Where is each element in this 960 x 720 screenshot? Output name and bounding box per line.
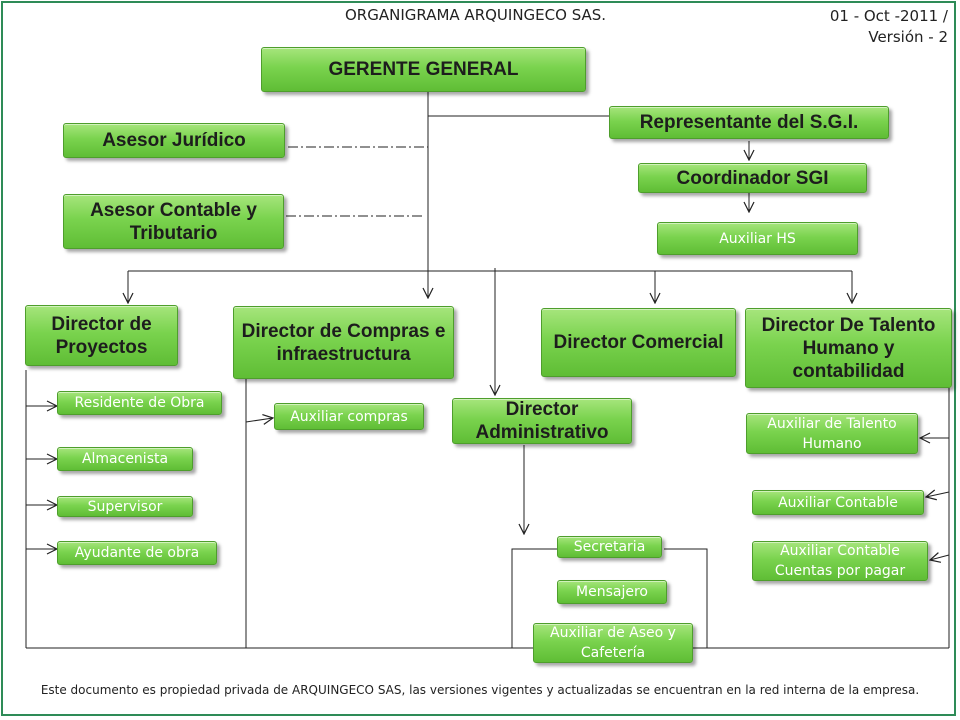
secretaria-box: Secretaria [557,536,662,558]
auxiliar-contable-cxp-box: Auxiliar Contable Cuentas por pagar [752,541,928,581]
residente-obra-box: Residente de Obra [57,391,222,415]
auxiliar-talento-box: Auxiliar de Talento Humano [746,413,918,454]
asesor-contable-box: Asesor Contable y Tributario [63,194,284,249]
mensajero-box: Mensajero [557,580,667,604]
document-title: ORGANIGRAMA ARQUINGECO SAS. [345,6,607,24]
director-talento-box: Director De Talento Humano y contabilida… [745,308,952,388]
almacenista-box: Almacenista [57,447,193,471]
auxiliar-compras-box: Auxiliar compras [274,403,424,430]
auxiliar-hs-box: Auxiliar HS [657,222,858,255]
supervisor-box: Supervisor [57,496,193,517]
auxiliar-contable-box: Auxiliar Contable [752,490,924,515]
director-proyectos-box: Director de Proyectos [25,305,178,366]
ayudante-obra-box: Ayudante de obra [57,541,217,565]
footer-disclaimer: Este documento es propiedad privada de A… [40,683,920,697]
document-version: Versión - 2 [868,28,948,46]
director-comercial-box: Director Comercial [541,308,736,377]
auxiliar-aseo-box: Auxiliar de Aseo y Cafetería [533,623,693,663]
director-administrativo-box: Director Administrativo [452,398,632,444]
document-date: 01 - Oct -2011 / [829,7,948,25]
gerente-general-box: GERENTE GENERAL [261,47,586,92]
representante-sgi-box: Representante del S.G.I. [609,106,889,139]
document-date-version: 01 - Oct -2011 / Versión - 2 [830,6,948,48]
director-compras-box: Director de Compras e infraestructura [233,306,454,379]
coordinador-sgi-box: Coordinador SGI [638,163,867,193]
asesor-juridico-box: Asesor Jurídico [63,123,285,158]
